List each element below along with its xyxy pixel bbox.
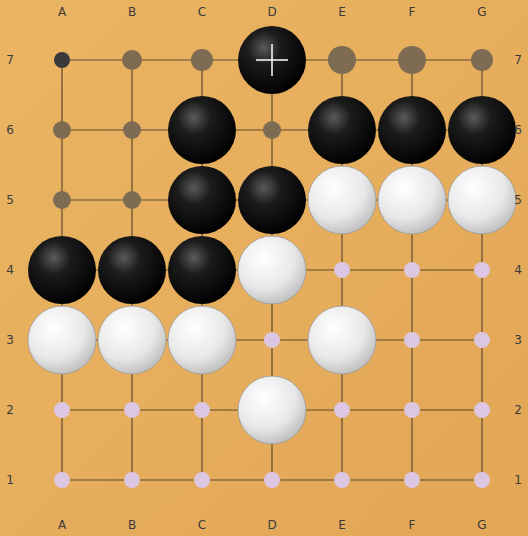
coordinate-label: C xyxy=(198,519,206,531)
coordinate-label: B xyxy=(128,6,136,18)
coordinate-label: 5 xyxy=(6,194,14,206)
coordinate-label: F xyxy=(409,519,416,531)
coordinate-label: E xyxy=(338,6,346,18)
coordinate-label: A xyxy=(58,519,66,531)
coordinate-label: D xyxy=(267,6,276,18)
coordinate-label: 7 xyxy=(514,54,522,66)
coordinate-label: 2 xyxy=(6,404,14,416)
coordinate-label: 4 xyxy=(514,264,522,276)
coordinate-label: A xyxy=(58,6,66,18)
black-stones xyxy=(28,26,516,304)
coordinate-label: B xyxy=(128,519,136,531)
coordinate-label: 4 xyxy=(6,264,14,276)
last-move-marker xyxy=(256,44,288,76)
grid-lines xyxy=(62,60,482,480)
coordinate-label: G xyxy=(477,6,486,18)
coordinate-label: G xyxy=(477,519,486,531)
white-stones xyxy=(28,166,516,444)
coordinate-label: F xyxy=(409,6,416,18)
coordinate-label: 3 xyxy=(6,334,14,346)
coordinate-label: D xyxy=(267,519,276,531)
coordinate-label: E xyxy=(338,519,346,531)
coordinate-label: 2 xyxy=(514,404,522,416)
coordinate-label: 6 xyxy=(6,124,14,136)
coordinate-label: 3 xyxy=(514,334,522,346)
coordinate-label: 1 xyxy=(514,474,522,486)
coordinate-label: 7 xyxy=(6,54,14,66)
coordinate-label: 6 xyxy=(514,124,522,136)
coordinate-label: C xyxy=(198,6,206,18)
coordinate-label: 5 xyxy=(514,194,522,206)
coordinate-label: 1 xyxy=(6,474,14,486)
